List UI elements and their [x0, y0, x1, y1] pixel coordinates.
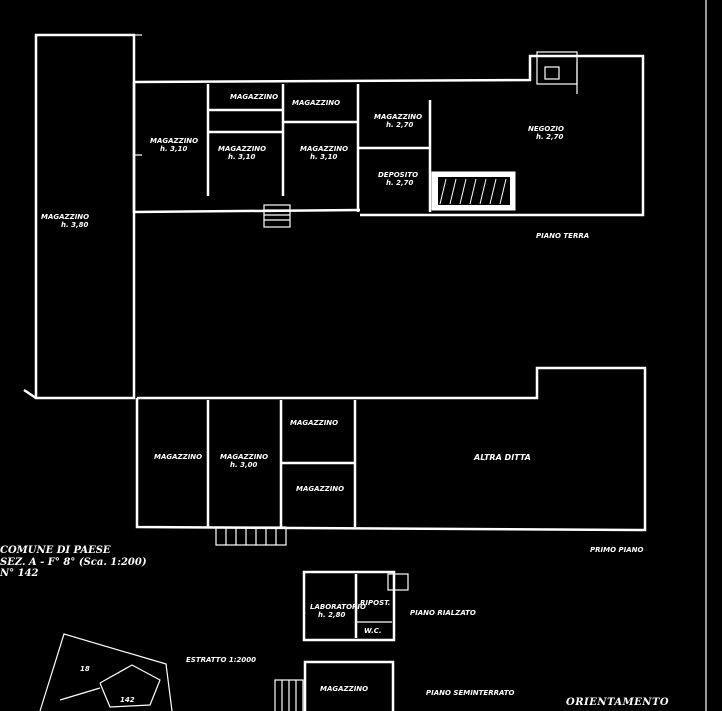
- map-building: [99, 664, 161, 708]
- map-parcel-outline: [39, 633, 173, 711]
- map-line: [59, 687, 101, 701]
- wall-detail: [23, 388, 37, 400]
- hatch-lines: [439, 178, 507, 205]
- hatched-inner: [438, 177, 510, 205]
- wall-seminterrato: [303, 660, 395, 711]
- fixture: [387, 573, 409, 591]
- stairs-seminterrato: [274, 679, 304, 711]
- stairs-lower: [215, 526, 287, 546]
- wall-lower-outer: [135, 366, 647, 532]
- wall-upper-outer: [133, 54, 645, 217]
- wall-rialzato: [302, 570, 396, 642]
- wall-upper-left: [132, 82, 361, 214]
- wall-magazzino-left: [34, 33, 136, 400]
- fixture: [544, 66, 560, 80]
- stairs-upper: [263, 204, 291, 228]
